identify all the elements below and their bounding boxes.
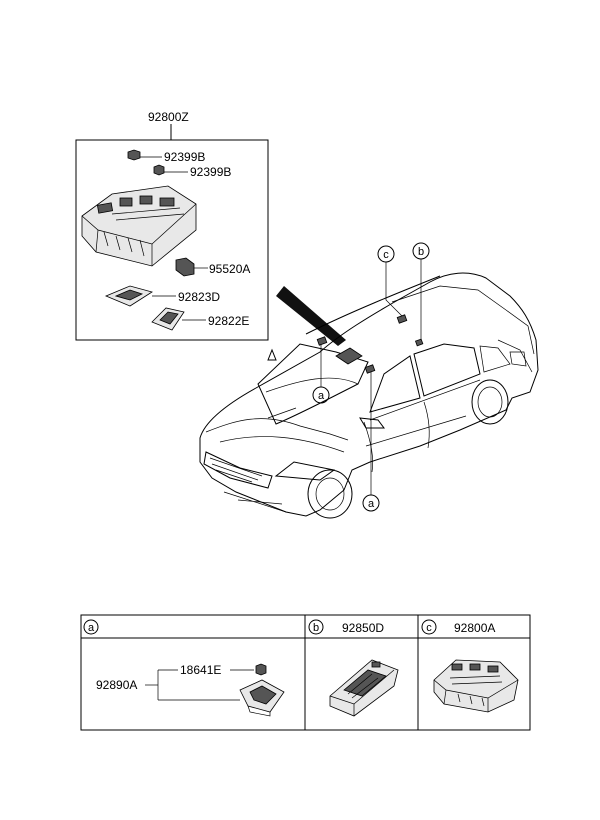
callout-a-lower: a	[362, 372, 380, 512]
overhead-console-body	[81, 185, 197, 267]
part-label-92823d: 92823D	[178, 290, 220, 304]
part-label-92399b-1: 92399B	[164, 150, 205, 164]
callout-c: c	[377, 245, 403, 317]
car-illustration	[199, 272, 539, 519]
legend-part-b: 92850D	[342, 621, 384, 635]
assembly-frame	[75, 139, 269, 341]
lamp-marker-c	[396, 314, 408, 324]
svg-text:a: a	[318, 390, 325, 402]
detail-a-main-label: 92890A	[96, 678, 137, 692]
map-lamp-part	[239, 679, 285, 717]
bulb-part	[255, 663, 267, 676]
legend-letter-b: b	[313, 622, 319, 634]
assembly-label: 92800Z	[148, 110, 189, 124]
legend-part-c: 92800A	[454, 621, 495, 635]
legend-letter-a: a	[88, 622, 95, 634]
legend-table: a b 92850D c 92800A 92890A 18641E	[80, 614, 531, 731]
detail-a-sub-label: 18641E	[180, 663, 221, 677]
part-label-95520a: 95520A	[209, 262, 250, 276]
legend-letter-c: c	[426, 622, 432, 634]
part-label-92822e: 92822E	[208, 314, 249, 328]
lamp-marker-a	[364, 364, 376, 374]
part-label-92399b-2: 92399B	[190, 165, 231, 179]
bulb-part	[127, 149, 162, 161]
room-lamp-part	[329, 659, 399, 717]
overhead-console-assembly: 92800Z 92399B 92399B	[75, 110, 269, 341]
lamp-marker-b	[414, 338, 424, 347]
location-arrow	[276, 286, 346, 346]
bulb-part	[153, 164, 188, 176]
sensor-part	[175, 257, 208, 277]
callout-a-upper: a	[312, 344, 330, 404]
lamp-marker-a	[316, 336, 328, 346]
lens-part	[104, 285, 176, 307]
console-marker	[335, 347, 363, 365]
console-lamp-part	[433, 659, 519, 713]
callout-b: b	[412, 242, 430, 340]
svg-text:c: c	[383, 249, 389, 261]
lens-part	[151, 307, 206, 331]
svg-text:b: b	[418, 246, 424, 258]
svg-text:a: a	[368, 498, 375, 510]
